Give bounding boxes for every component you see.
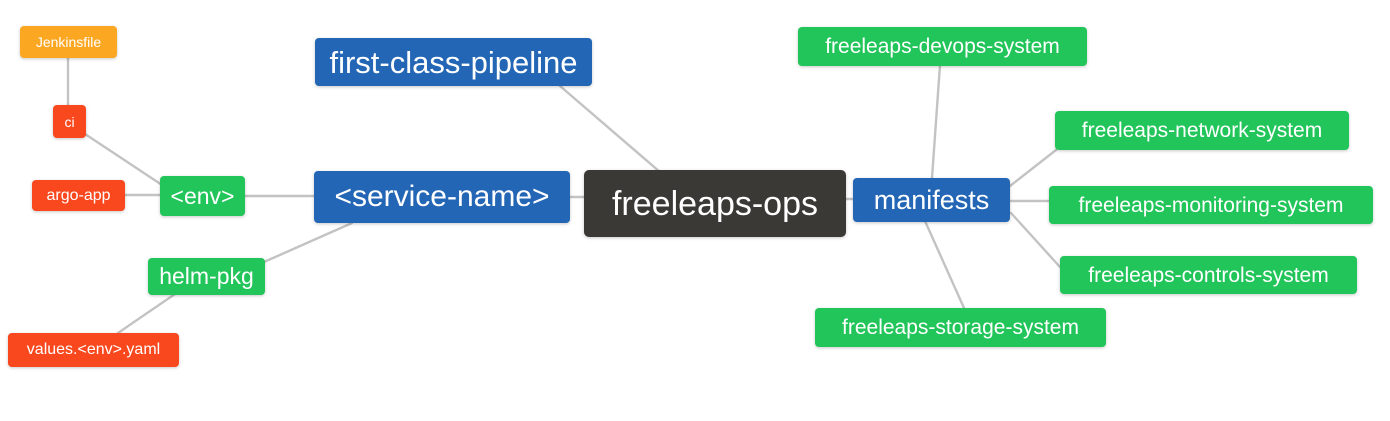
node-label: values.<env>.yaml: [26, 341, 161, 358]
node-helm-pkg[interactable]: helm-pkg: [148, 258, 265, 295]
node-freeleaps-network-system[interactable]: freeleaps-network-system: [1055, 111, 1349, 150]
node-label: freeleaps-storage-system: [842, 316, 1079, 339]
node-ci[interactable]: ci: [53, 105, 86, 138]
edge-devops-system-manifests: [930, 63, 942, 180]
node-label: argo-app: [46, 186, 111, 204]
node-label: freeleaps-controls-system: [1088, 263, 1329, 287]
edge-values-yaml-helm-pkg: [116, 292, 177, 335]
node-service-name[interactable]: <service-name>: [314, 171, 570, 223]
node-label: Jenkinsfile: [35, 34, 102, 50]
node-manifests[interactable]: manifests: [853, 178, 1010, 222]
edge-ci-env: [83, 132, 164, 187]
node-freeleaps-storage-system[interactable]: freeleaps-storage-system: [815, 308, 1106, 347]
edge-network-system-manifests: [1008, 148, 1058, 188]
node-label: <service-name>: [334, 180, 550, 213]
node-freeleaps-controls-system[interactable]: freeleaps-controls-system: [1060, 256, 1357, 294]
node-label: freeleaps-network-system: [1081, 119, 1323, 142]
node-label: manifests: [873, 184, 990, 215]
node-values-env-yaml[interactable]: values.<env>.yaml: [8, 333, 179, 367]
node-first-class-pipeline[interactable]: first-class-pipeline: [315, 38, 592, 86]
node-label: helm-pkg: [159, 263, 254, 289]
node-jenkinsfile[interactable]: Jenkinsfile: [20, 26, 117, 58]
node-env[interactable]: <env>: [160, 176, 245, 216]
node-label: <env>: [170, 182, 235, 209]
node-freeleaps-devops-system[interactable]: freeleaps-devops-system: [798, 27, 1087, 66]
edge-first-class-pipeline-root: [558, 84, 662, 174]
edge-storage-system-manifests: [923, 219, 966, 310]
node-label: first-class-pipeline: [329, 44, 578, 80]
node-freeleaps-monitoring-system[interactable]: freeleaps-monitoring-system: [1049, 186, 1373, 224]
node-label: freeleaps-monitoring-system: [1078, 193, 1344, 217]
node-label: freeleaps-devops-system: [825, 35, 1060, 58]
node-argo-app[interactable]: argo-app: [32, 180, 125, 211]
node-freeleaps-ops[interactable]: freeleaps-ops: [584, 170, 846, 237]
node-label: ci: [64, 113, 75, 130]
node-label: freeleaps-ops: [611, 184, 818, 223]
edge-helm-pkg-service-name: [262, 221, 354, 264]
